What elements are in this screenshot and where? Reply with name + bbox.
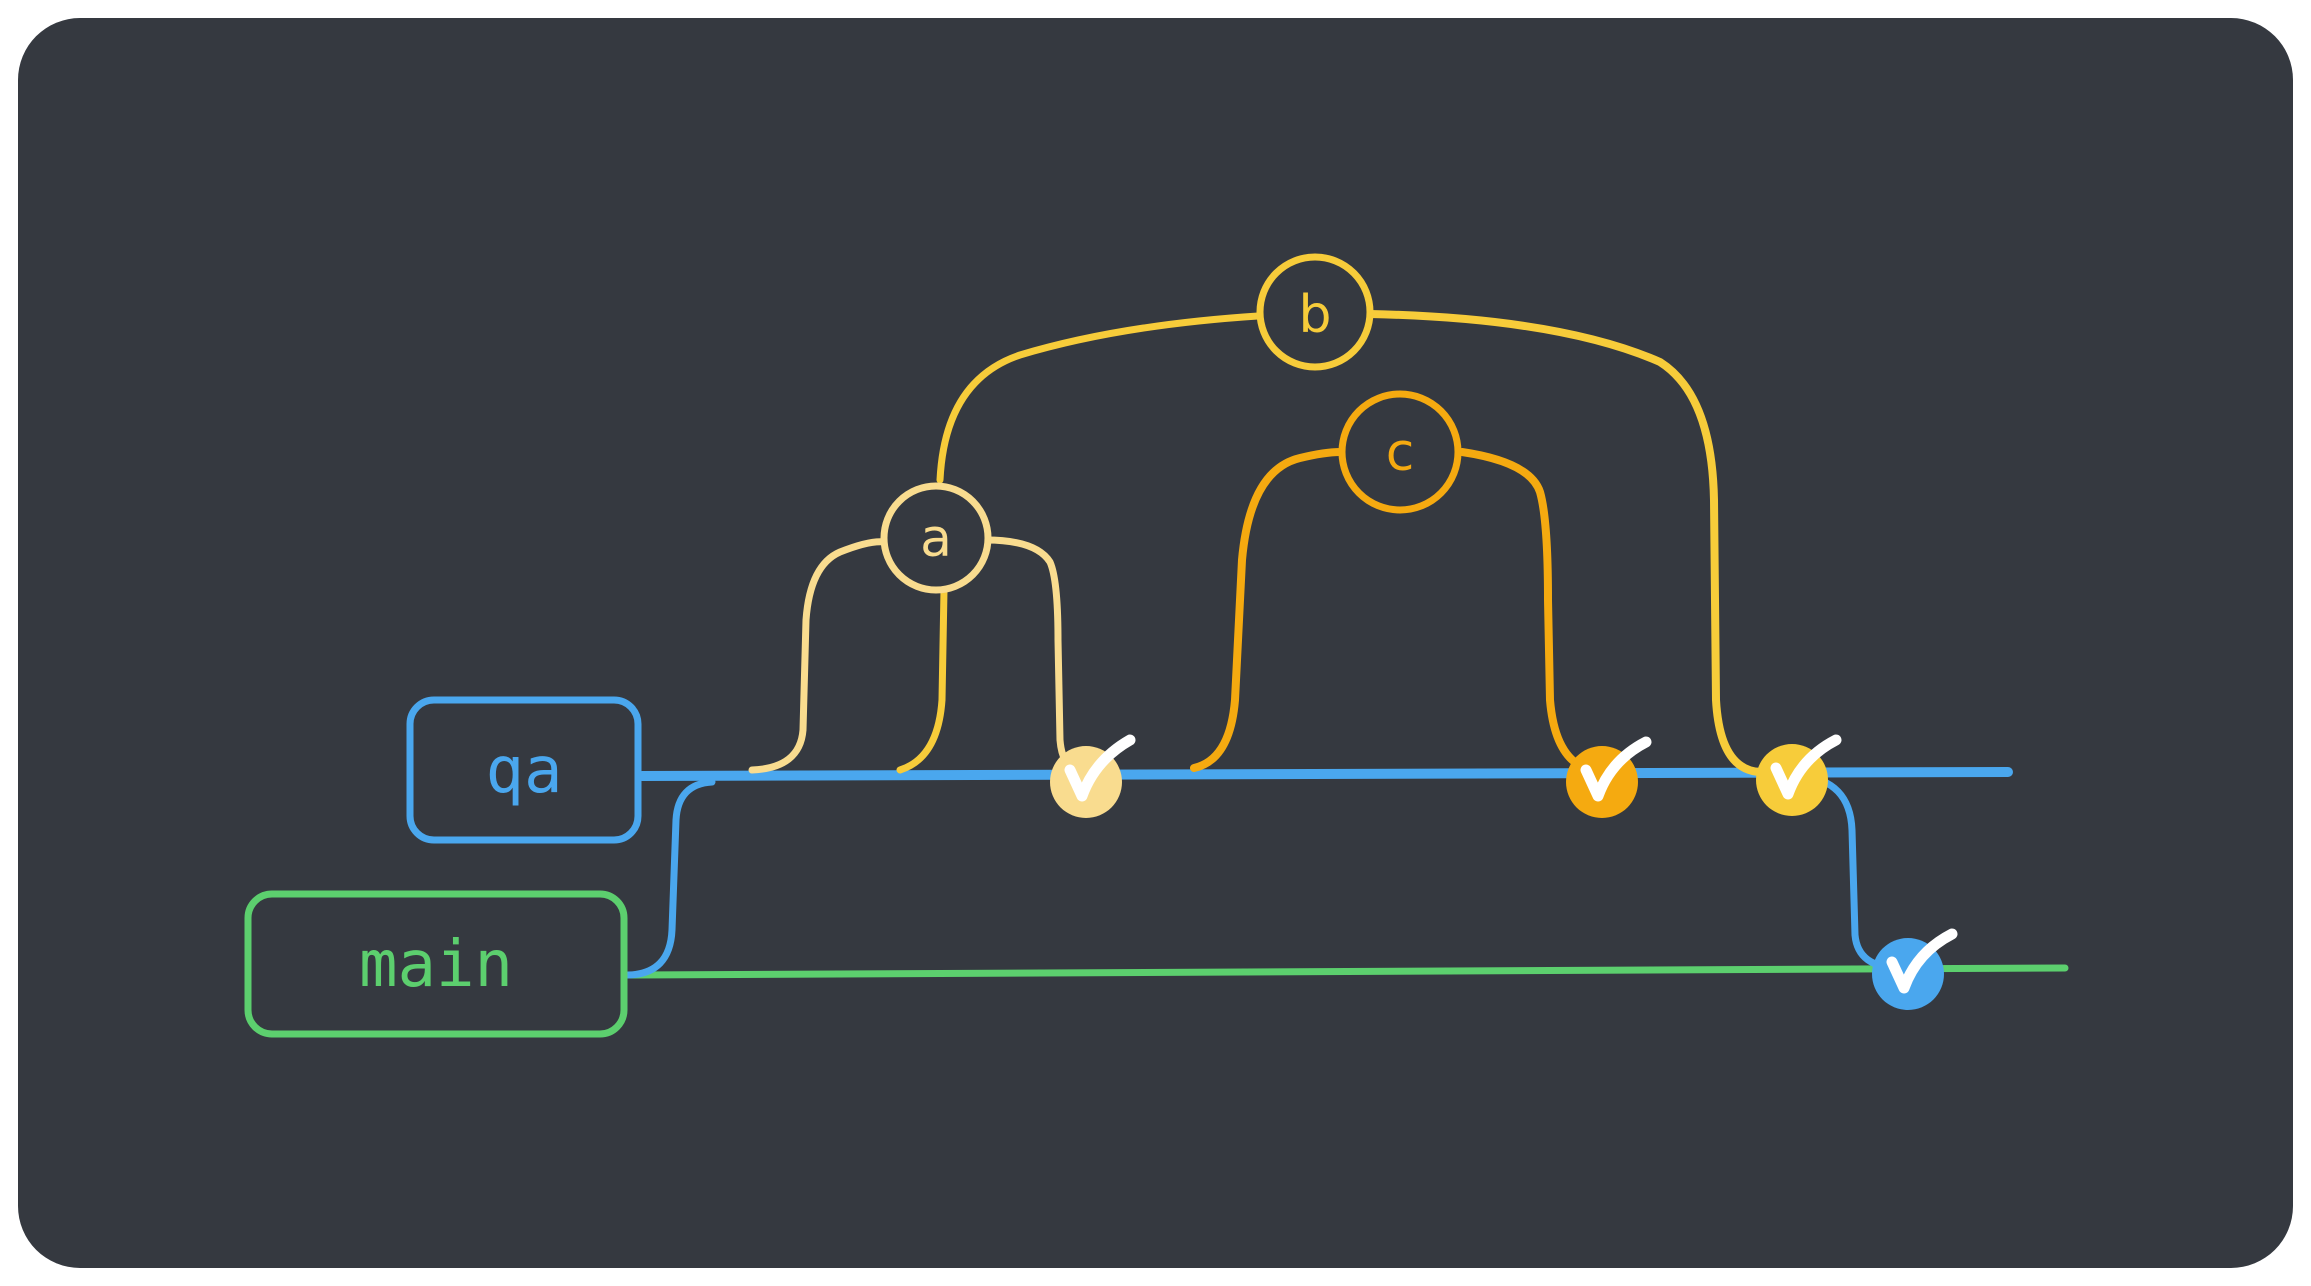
qa-branch-label: qa <box>406 696 642 844</box>
diagram-panel <box>18 18 2293 1268</box>
qa-label-text: qa <box>485 734 562 808</box>
main-branch-line <box>624 964 2069 979</box>
main-label-text: main <box>359 928 513 1002</box>
feature-a-line <box>896 586 948 774</box>
check-icon <box>1886 928 1958 994</box>
feature-b-label: b <box>1298 285 1331 345</box>
feature-c-label: c <box>1386 423 1415 483</box>
feature-b-line <box>1366 310 1764 776</box>
merge-marker-a <box>1050 734 1136 818</box>
check-icon <box>1580 736 1652 802</box>
feature-a-label: a <box>920 509 952 569</box>
feature-a-node: a <box>880 482 992 594</box>
feature-c-line <box>1190 448 1344 772</box>
feature-c-line <box>1458 448 1594 774</box>
merge-marker-b <box>1756 734 1842 816</box>
check-icon <box>1064 734 1136 802</box>
merge-marker-qa <box>1872 928 1958 1010</box>
merge-marker-c <box>1566 736 1652 818</box>
feature-b-node: b <box>1256 253 1374 371</box>
feature-c-node: c <box>1338 390 1462 514</box>
check-icon <box>1770 734 1842 800</box>
qa-branch-start-connector <box>624 778 716 979</box>
feature-a-line <box>982 536 1082 776</box>
feature-a-line <box>748 538 889 774</box>
main-branch-label: main <box>244 890 628 1038</box>
feature-b-line <box>936 312 1262 484</box>
